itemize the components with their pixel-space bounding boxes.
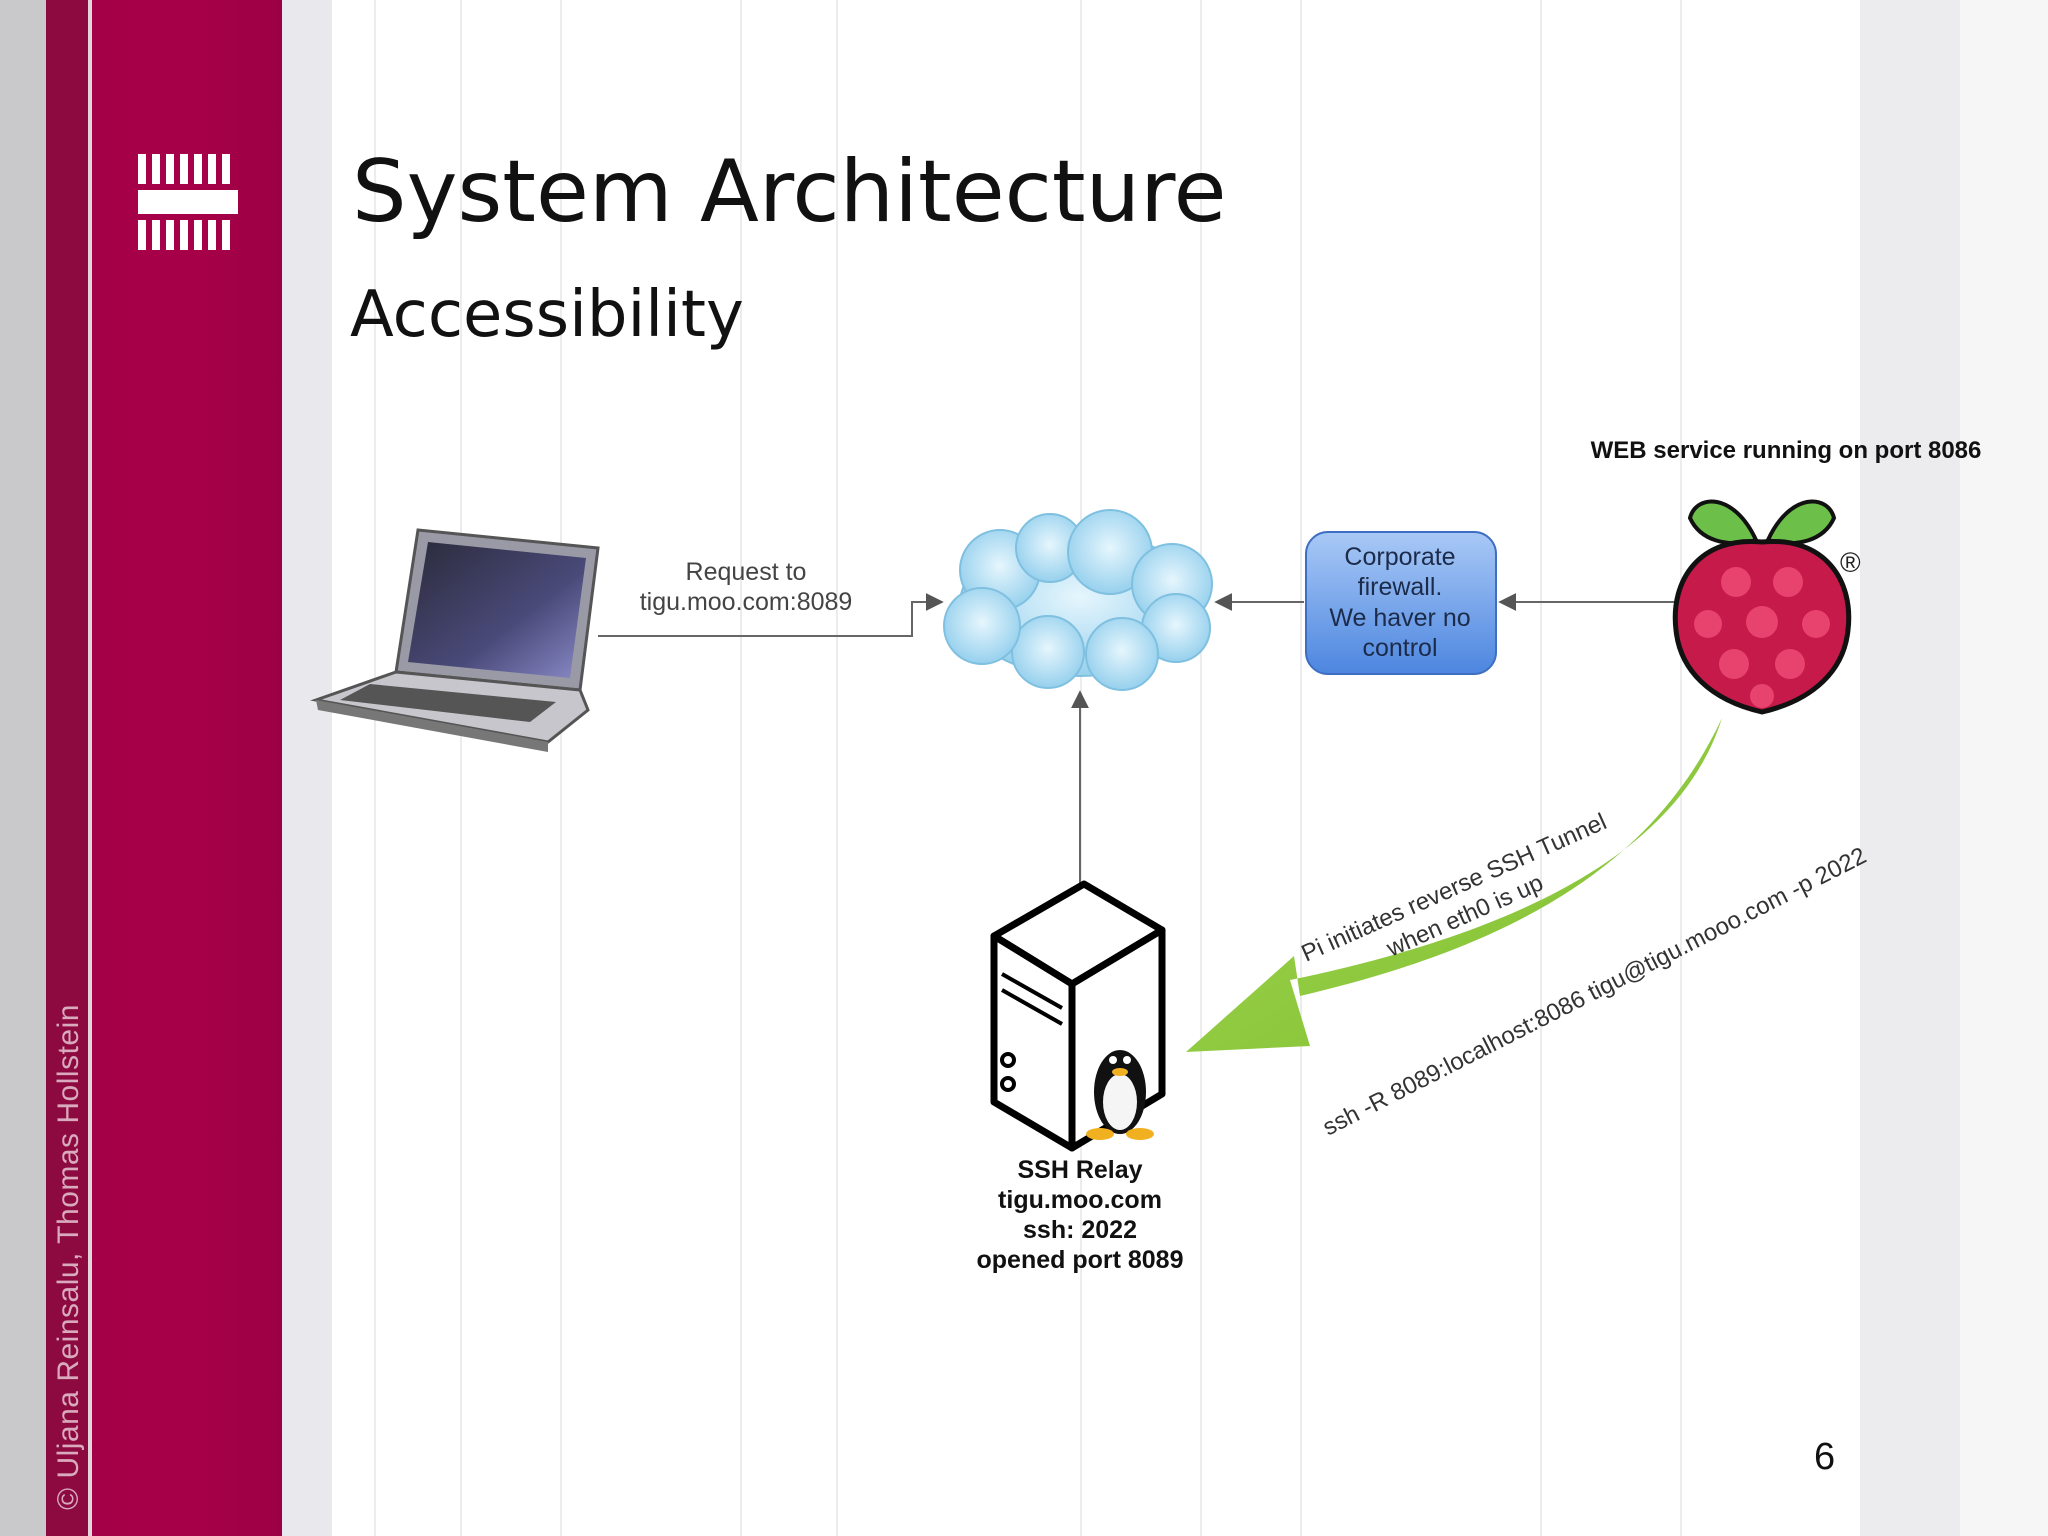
right-edge-strip — [1860, 0, 1960, 1536]
registered-mark: ® — [1840, 547, 1861, 578]
slide-title: System Architecture — [352, 142, 1227, 242]
background-line — [836, 0, 838, 1536]
sidebar-dark-band — [46, 0, 92, 1536]
slide-subtitle: Accessibility — [350, 278, 744, 352]
firewall-box — [1305, 531, 1497, 675]
background-line — [374, 0, 376, 1536]
firewall-label-line3: We haver no — [1329, 604, 1470, 632]
ssh-command-label: ssh -R 8089:localhost:8086 tigu@tigu.moo… — [1318, 842, 1870, 1141]
request-label-line2: tigu.moo.com:8089 — [640, 588, 853, 616]
relay-label-line4: opened port 8089 — [977, 1246, 1184, 1274]
background-line — [1200, 0, 1202, 1536]
sidebar-shadow-strip — [282, 0, 332, 1536]
laptop-icon — [310, 528, 600, 752]
relay-label-line1: SSH Relay — [1017, 1156, 1142, 1184]
tux-penguin-icon — [1086, 1050, 1154, 1140]
reverse-tunnel-arrow — [1186, 718, 1722, 1052]
firewall-label-line2: firewall. — [1358, 573, 1443, 601]
sidebar-band — [92, 0, 282, 1536]
page-number: 6 — [1814, 1436, 1836, 1478]
right-edge-strip-light — [1960, 0, 2048, 1536]
background-line — [1540, 0, 1542, 1536]
cloud-icon — [943, 509, 1213, 691]
relay-label-line2: tigu.moo.com — [998, 1186, 1162, 1214]
raspberry-pi-logo: ® — [1672, 499, 1861, 715]
relay-label-line3: ssh: 2022 — [1023, 1216, 1137, 1244]
request-label-line1: Request to — [686, 558, 807, 586]
background-line — [740, 0, 742, 1536]
background-line — [1680, 0, 1682, 1536]
request-arrow — [598, 593, 944, 637]
background-line — [1300, 0, 1302, 1536]
web-service-label: WEB service running on port 8086 — [1591, 437, 1982, 464]
background-line — [560, 0, 562, 1536]
sidebar-divider — [88, 0, 92, 1536]
left-edge-strip — [0, 0, 46, 1536]
firewall-label-line4: control — [1362, 634, 1437, 662]
university-logo — [138, 154, 238, 250]
background-line — [460, 0, 462, 1536]
firewall-label-line1: Corporate — [1344, 543, 1455, 571]
